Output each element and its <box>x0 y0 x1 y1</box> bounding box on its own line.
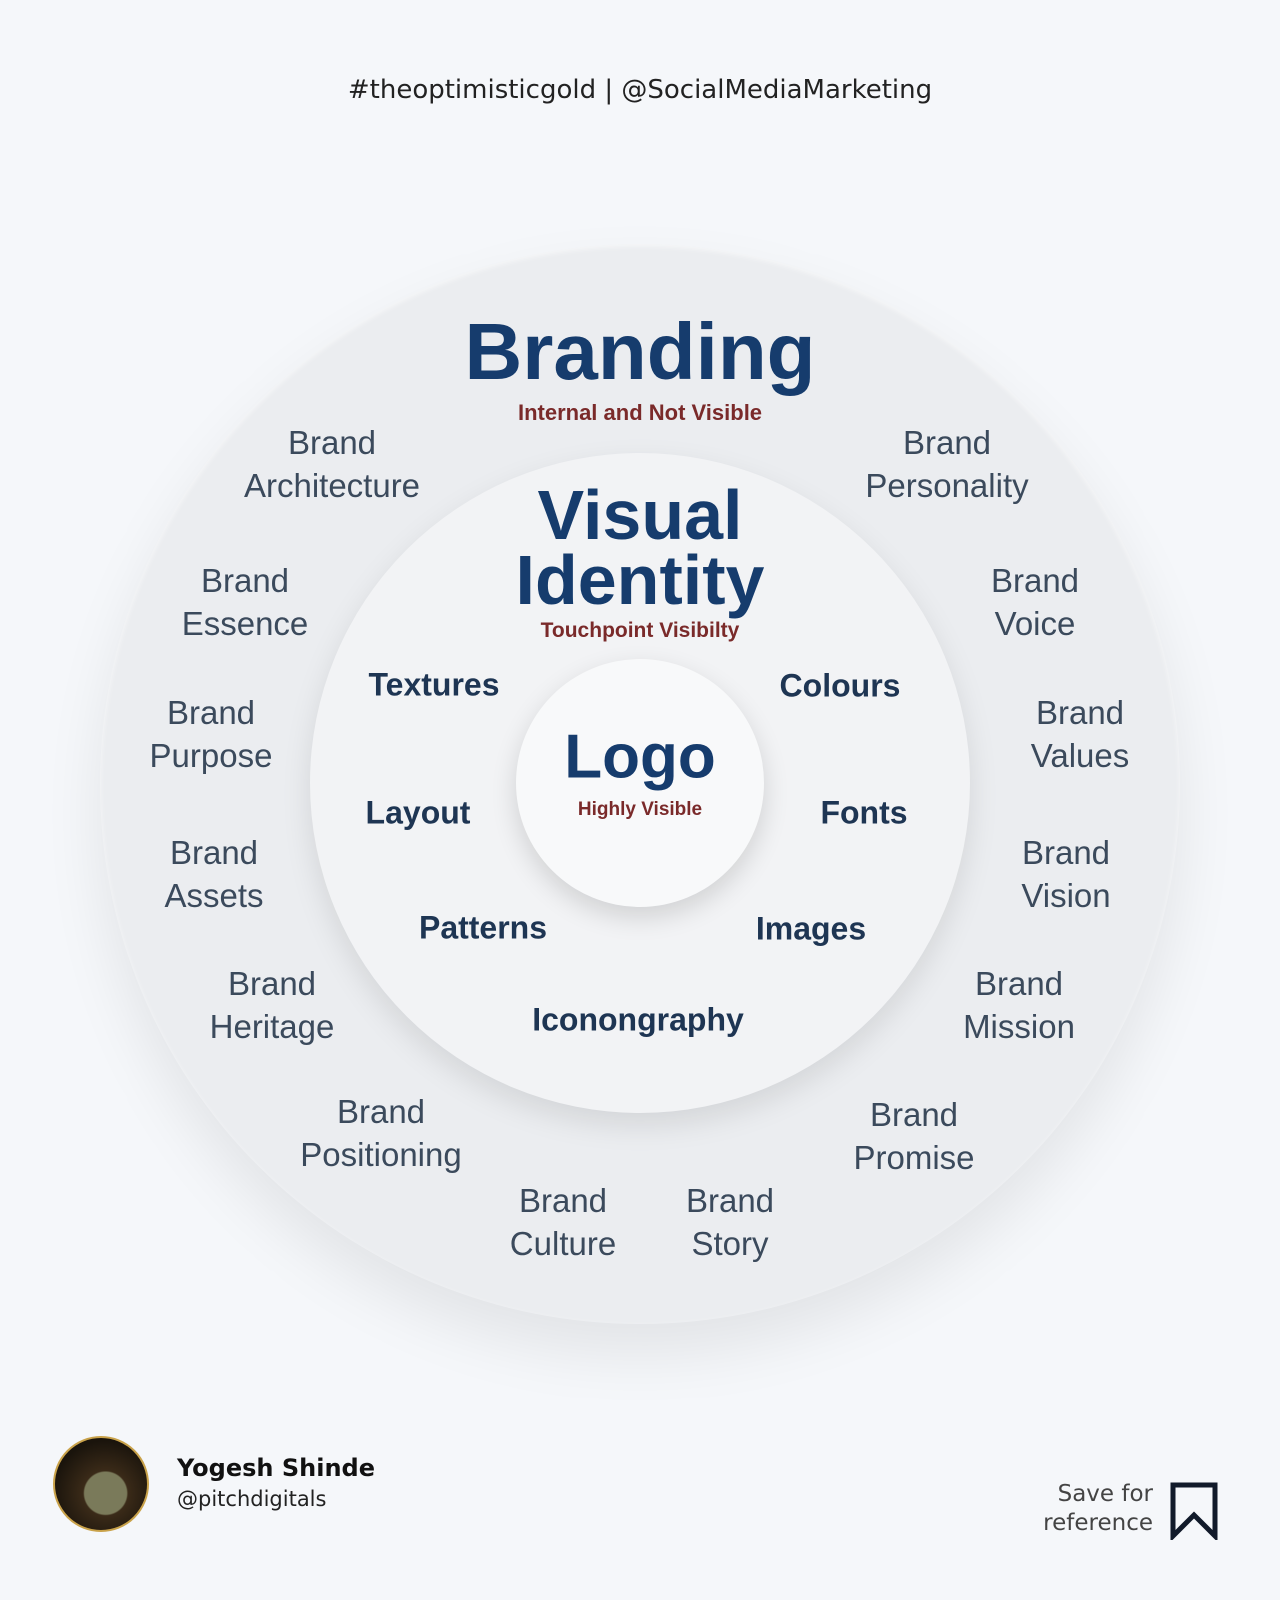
outer-label-brand-essence: Brand Essence <box>181 562 309 642</box>
inner-label-patterns: Patterns <box>418 909 548 946</box>
outer-label-brand-positioning: Brand Positioning <box>300 1093 462 1173</box>
branding-title: Branding <box>464 307 816 396</box>
header-hashtags: #theoptimisticgold | @SocialMediaMarketi… <box>347 75 933 105</box>
outer-label-brand-personality: Brand Personality <box>865 424 1029 504</box>
outer-label-brand-values: Brand Values <box>1030 694 1130 774</box>
branding-subtitle: Internal and Not Visible <box>517 400 763 425</box>
visual-identity-subtitle: Touchpoint Visibilty <box>540 619 740 642</box>
outer-label-brand-assets: Brand Assets <box>164 834 264 914</box>
author-avatar <box>53 1436 149 1532</box>
inner-label-fonts: Fonts <box>820 794 908 831</box>
outer-label-brand-vision: Brand Vision <box>1021 834 1111 914</box>
inner-label-iconography: Iconongraphy <box>532 1001 744 1038</box>
outer-label-brand-mission: Brand Mission <box>963 965 1075 1045</box>
outer-label-brand-heritage: Brand Heritage <box>209 965 335 1045</box>
inner-label-layout: Layout <box>365 794 471 831</box>
author-handle: @pitchdigitals <box>177 1487 327 1511</box>
visual-identity-title-line2: Identity <box>515 541 765 619</box>
inner-label-colours: Colours <box>779 667 901 704</box>
bookmark-icon[interactable] <box>1170 1482 1218 1545</box>
outer-label-brand-purpose: Brand Purpose <box>149 694 273 774</box>
outer-label-brand-architecture: Brand Architecture <box>243 424 421 504</box>
visual-identity-title-line1: Visual <box>537 476 743 554</box>
outer-label-brand-culture: Brand Culture <box>509 1182 617 1262</box>
author-name: Yogesh Shinde <box>177 1454 375 1482</box>
inner-label-textures: Textures <box>368 666 500 703</box>
save-for-reference-text: Save for reference <box>1043 1481 1153 1536</box>
logo-subtitle: Highly Visible <box>577 799 703 820</box>
outer-label-brand-promise: Brand Promise <box>853 1096 975 1176</box>
outer-label-brand-story: Brand Story <box>685 1182 775 1262</box>
logo-core-circle <box>516 659 764 907</box>
inner-label-images: Images <box>755 910 867 947</box>
outer-label-brand-voice: Brand Voice <box>990 562 1080 642</box>
logo-title: Logo <box>564 722 716 792</box>
